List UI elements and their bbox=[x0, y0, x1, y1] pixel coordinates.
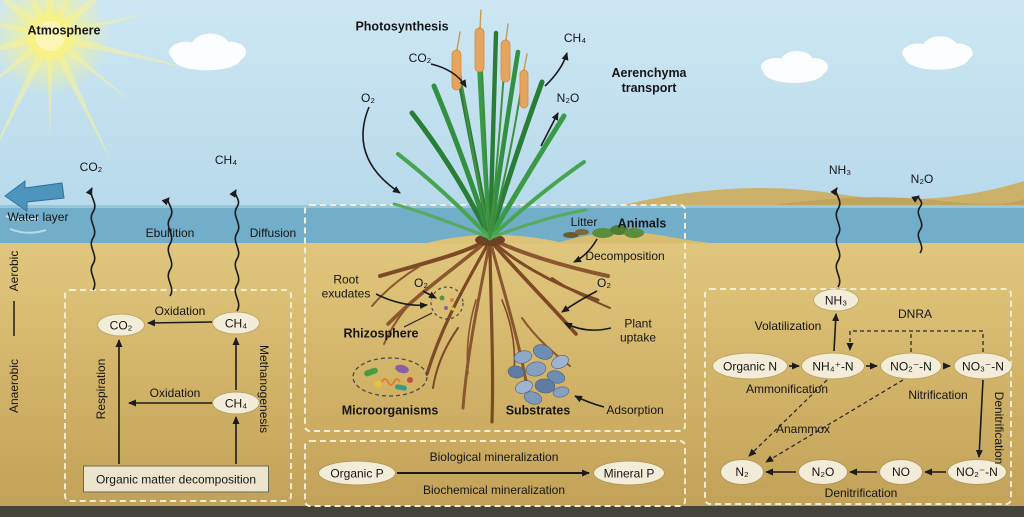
arrow-oxidation-top bbox=[147, 319, 213, 327]
arrow-co2-to-plant bbox=[430, 63, 467, 88]
label-nitrification: Nitrification bbox=[908, 387, 968, 402]
label-rhizosphere: Rhizosphere bbox=[343, 326, 419, 341]
substrates-icon bbox=[507, 344, 570, 405]
node-mineral-p: Mineral P bbox=[594, 461, 664, 485]
node-ch4-top: CH₄ bbox=[213, 312, 259, 334]
node-nh4: NH₄⁺-N bbox=[802, 353, 864, 379]
solid-arrows bbox=[115, 52, 984, 477]
node-co2: CO₂ bbox=[98, 314, 144, 336]
node-organic-p: Organic P bbox=[319, 461, 395, 485]
label-volatilization: Volatilization bbox=[754, 318, 822, 333]
water-layer-arrow-icon bbox=[4, 180, 65, 212]
gas-nh3-right: NH₃ bbox=[828, 162, 852, 177]
label-denitrification-right: Denitrification bbox=[992, 391, 1007, 465]
arrow-adsorption bbox=[574, 395, 605, 408]
flux-ebullition bbox=[161, 197, 173, 297]
arrow-o2-release bbox=[362, 106, 401, 194]
label-aerobic: Aerobic bbox=[6, 250, 21, 292]
flux-n2o bbox=[911, 195, 923, 254]
carbon-cycle-box bbox=[64, 289, 292, 502]
gas-ch4-left: CH₄ bbox=[214, 152, 238, 167]
plant-illustration bbox=[392, 9, 588, 241]
arrow-root-exudates bbox=[375, 293, 428, 310]
label-photosynthesis: Photosynthesis bbox=[355, 19, 449, 34]
sediment-base bbox=[0, 506, 1024, 517]
label-denitrification-bottom: Denitrification bbox=[824, 485, 898, 500]
arrow-plant-uptake bbox=[564, 322, 612, 331]
label-adsorption: Adsorption bbox=[606, 402, 664, 417]
arrow-decomposition bbox=[573, 238, 598, 263]
cloud-icon bbox=[169, 33, 973, 83]
label-plant-uptake: Plant uptake bbox=[619, 316, 657, 345]
wavy-flux-arrows bbox=[85, 187, 923, 312]
arrow-ch4-up bbox=[544, 52, 569, 87]
gas-n2o-right: N₂O bbox=[910, 171, 934, 186]
nitrogen-cycle-box bbox=[704, 288, 1012, 505]
label-aerenchyma-transport: Aerenchyma transport bbox=[611, 66, 687, 95]
node-n2: N₂ bbox=[721, 460, 763, 484]
label-decomposition: Decomposition bbox=[585, 248, 665, 263]
arrow-volatilization bbox=[832, 313, 840, 352]
rhizosphere-circle-icon bbox=[430, 286, 464, 320]
node-ch4-mid: CH₄ bbox=[213, 392, 259, 414]
arrow-anammox-from-no2 bbox=[765, 379, 904, 463]
node-no3: NO₃⁻-N bbox=[954, 353, 1012, 379]
rhizosphere-leader-line bbox=[403, 312, 433, 328]
label-biological-mineralization: Biological mineralization bbox=[429, 449, 559, 464]
label-litter: Litter bbox=[570, 214, 598, 229]
dashed-arrows bbox=[748, 330, 984, 463]
label-diffusion: Diffusion bbox=[249, 225, 297, 240]
arrow-n2o-up bbox=[540, 112, 559, 147]
flux-diffusion bbox=[229, 189, 240, 312]
gas-o2-plant: O₂ bbox=[361, 90, 375, 105]
label-respiration: Respiration bbox=[93, 358, 108, 420]
seed-heads-icon bbox=[451, 27, 529, 109]
arrow-o2-to-roots bbox=[561, 290, 598, 313]
gas-o2-rhizosphere: O₂ bbox=[414, 275, 428, 290]
phosphorus-cycle-box bbox=[304, 440, 686, 507]
node-no2-bottom: NO₂⁻-N bbox=[948, 460, 1006, 484]
label-biochemical-mineralization: Biochemical mineralization bbox=[422, 482, 566, 497]
gas-co2-left: CO₂ bbox=[79, 159, 103, 174]
gas-ch4-plant: CH₄ bbox=[563, 30, 587, 45]
node-no2-top: NO₂⁻-N bbox=[881, 353, 941, 379]
label-substrates: Substrates bbox=[505, 403, 571, 418]
label-dnra: DNRA bbox=[897, 306, 933, 321]
microorganisms-icon bbox=[352, 357, 428, 397]
arrow-denitrification-right bbox=[975, 379, 984, 458]
node-organic-matter-decomposition: Organic matter decomposition bbox=[83, 465, 269, 493]
label-atmosphere: Atmosphere bbox=[27, 23, 101, 38]
litter-animals-illustration bbox=[563, 225, 644, 238]
roots-illustration bbox=[371, 234, 611, 424]
flux-co2-left bbox=[85, 187, 96, 291]
node-n2o: N₂O bbox=[799, 460, 847, 484]
label-water-layer: Water layer bbox=[7, 209, 69, 224]
label-oxidation-mid: Oxidation bbox=[149, 385, 201, 400]
flux-nh3 bbox=[830, 187, 841, 288]
label-anaerobic: Anaerobic bbox=[6, 358, 21, 414]
arrow-dnra bbox=[846, 330, 984, 352]
label-root-exudates: Root exudates bbox=[321, 272, 371, 301]
label-ebullition: Ebullition bbox=[145, 225, 195, 240]
sun-icon bbox=[0, 0, 189, 164]
gas-co2-plant: CO₂ bbox=[408, 50, 432, 65]
label-microorganisms: Microorganisms bbox=[341, 403, 439, 418]
label-methanogenesis: Methanogenesis bbox=[257, 344, 272, 434]
gas-n2o-plant: N₂O bbox=[556, 90, 580, 105]
node-organic-n: Organic N bbox=[713, 353, 787, 379]
node-nh3: NH₃ bbox=[814, 289, 858, 311]
gas-o2-roots: O₂ bbox=[597, 275, 611, 290]
label-oxidation-top: Oxidation bbox=[154, 303, 206, 318]
arrow-o2-to-rhizosphere bbox=[422, 290, 437, 299]
label-animals: Animals bbox=[617, 216, 667, 231]
node-no: NO bbox=[880, 460, 922, 484]
label-anammox: Anammox bbox=[775, 421, 831, 436]
label-ammonification: Ammonification bbox=[745, 381, 829, 396]
